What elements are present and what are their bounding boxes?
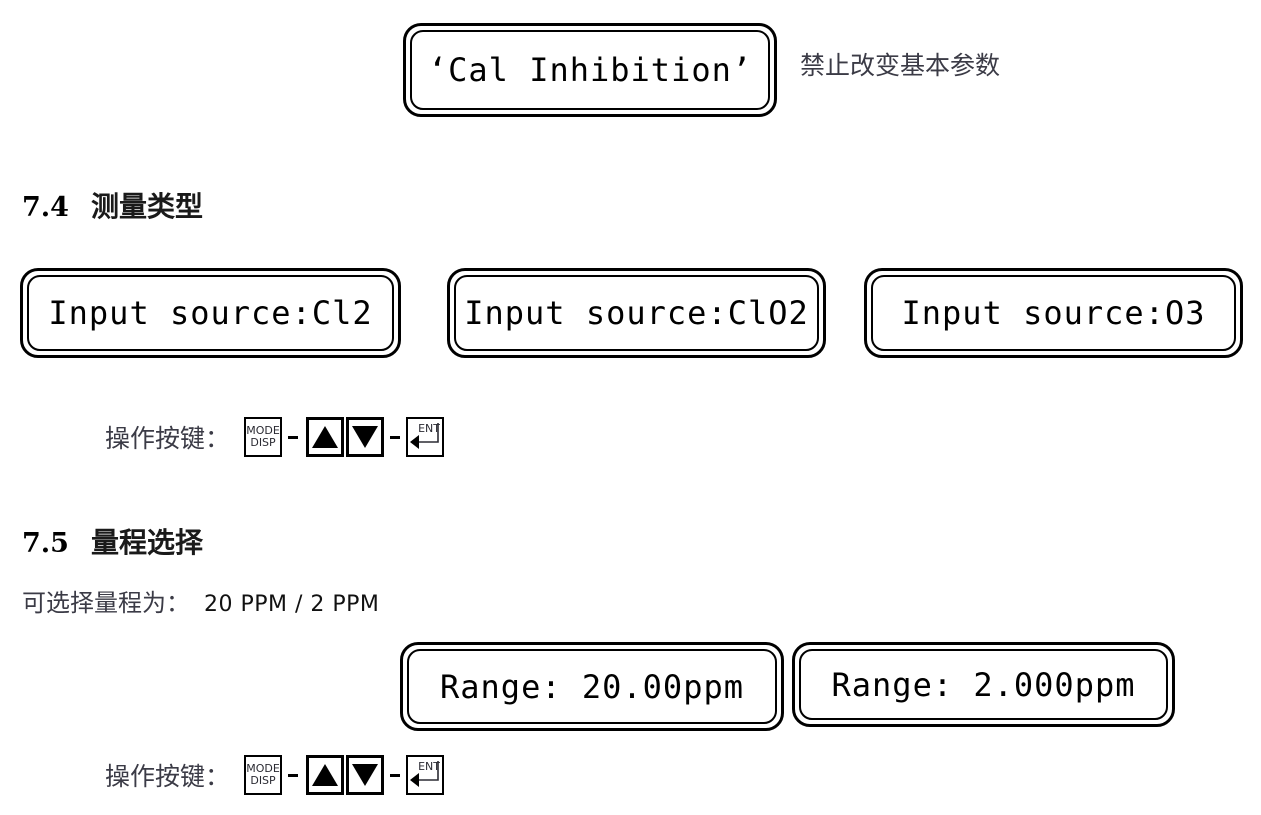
range-options-label: 可选择量程为： [22,589,190,617]
mode-disp-key[interactable]: MODE DISP [244,417,283,457]
key-sequence-label-75: 操作按键： [105,762,231,791]
key-sequence-row-74: 操作按键： MODE DISP ENT [105,417,445,457]
mode-disp-key-line1: MODE [246,424,280,438]
mode-disp-key-line2: DISP [250,436,276,449]
input-source-display-clo2-text: Input source:ClO2 [464,294,809,332]
section-heading-74: 7.4 测量类型 [22,185,203,225]
range-display-2ppm-text: Range: 2.000ppm [831,665,1136,704]
input-source-display-o3-text: Input source:O3 [901,294,1206,332]
input-source-display-o3: Input source:O3 [864,268,1243,358]
key-sequence-label-74: 操作按键： [105,424,231,453]
triangle-up-icon [312,426,339,448]
input-source-display-clo2: Input source:ClO2 [447,268,826,358]
enter-key[interactable]: ENT [406,417,445,457]
cal-inhibition-annotation: 禁止改变基本参数 [800,51,1001,80]
range-display-20ppm-text: Range: 20.00ppm [440,667,744,706]
section-title-74: 测量类型 [90,190,203,223]
enter-key[interactable]: ENT [406,755,445,795]
key-sequence-keys-75: MODE DISP ENT [244,755,445,795]
cal-inhibition-display-text: ‘Cal Inhibition’ [427,51,753,89]
input-source-display-cl2: Input source:Cl2 [20,268,401,358]
arrow-down-key[interactable] [346,417,385,457]
cal-inhibition-display: ‘Cal Inhibition’ [403,23,777,117]
key-sequence-keys-74: MODE DISP ENT [244,417,445,457]
section-heading-75: 7.5 量程选择 [22,521,203,561]
return-arrow-icon [410,423,439,449]
return-arrow-icon [410,761,439,787]
section-title-75: 量程选择 [90,526,203,559]
mode-disp-key-line2: DISP [250,774,276,787]
input-source-display-cl2-text: Input source:Cl2 [48,294,373,332]
key-separator-icon [288,435,299,439]
range-options-note: 可选择量程为： 20 PPM / 2 PPM [22,583,379,618]
key-separator-icon [390,773,401,777]
range-display-20ppm: Range: 20.00ppm [400,642,784,731]
arrow-up-key[interactable] [306,417,345,457]
enter-key-label: ENT [418,760,441,773]
section-number-75: 7.5 [22,528,69,559]
arrow-up-key[interactable] [306,755,345,795]
mode-disp-key-line1: MODE [246,762,280,776]
key-separator-icon [390,435,401,439]
mode-disp-key[interactable]: MODE DISP [244,755,283,795]
enter-key-label: ENT [418,422,441,435]
section-number-74: 7.4 [22,192,69,223]
key-separator-icon [288,773,299,777]
range-options-value: 20 PPM / 2 PPM [204,592,380,617]
triangle-up-icon [312,764,339,786]
triangle-down-icon [352,764,379,786]
arrow-down-key[interactable] [346,755,385,795]
range-display-2ppm: Range: 2.000ppm [792,642,1175,727]
key-sequence-row-75: 操作按键： MODE DISP ENT [105,755,445,795]
enter-key-inner: ENT [409,758,441,792]
triangle-down-icon [352,426,379,448]
enter-key-inner: ENT [409,420,441,454]
